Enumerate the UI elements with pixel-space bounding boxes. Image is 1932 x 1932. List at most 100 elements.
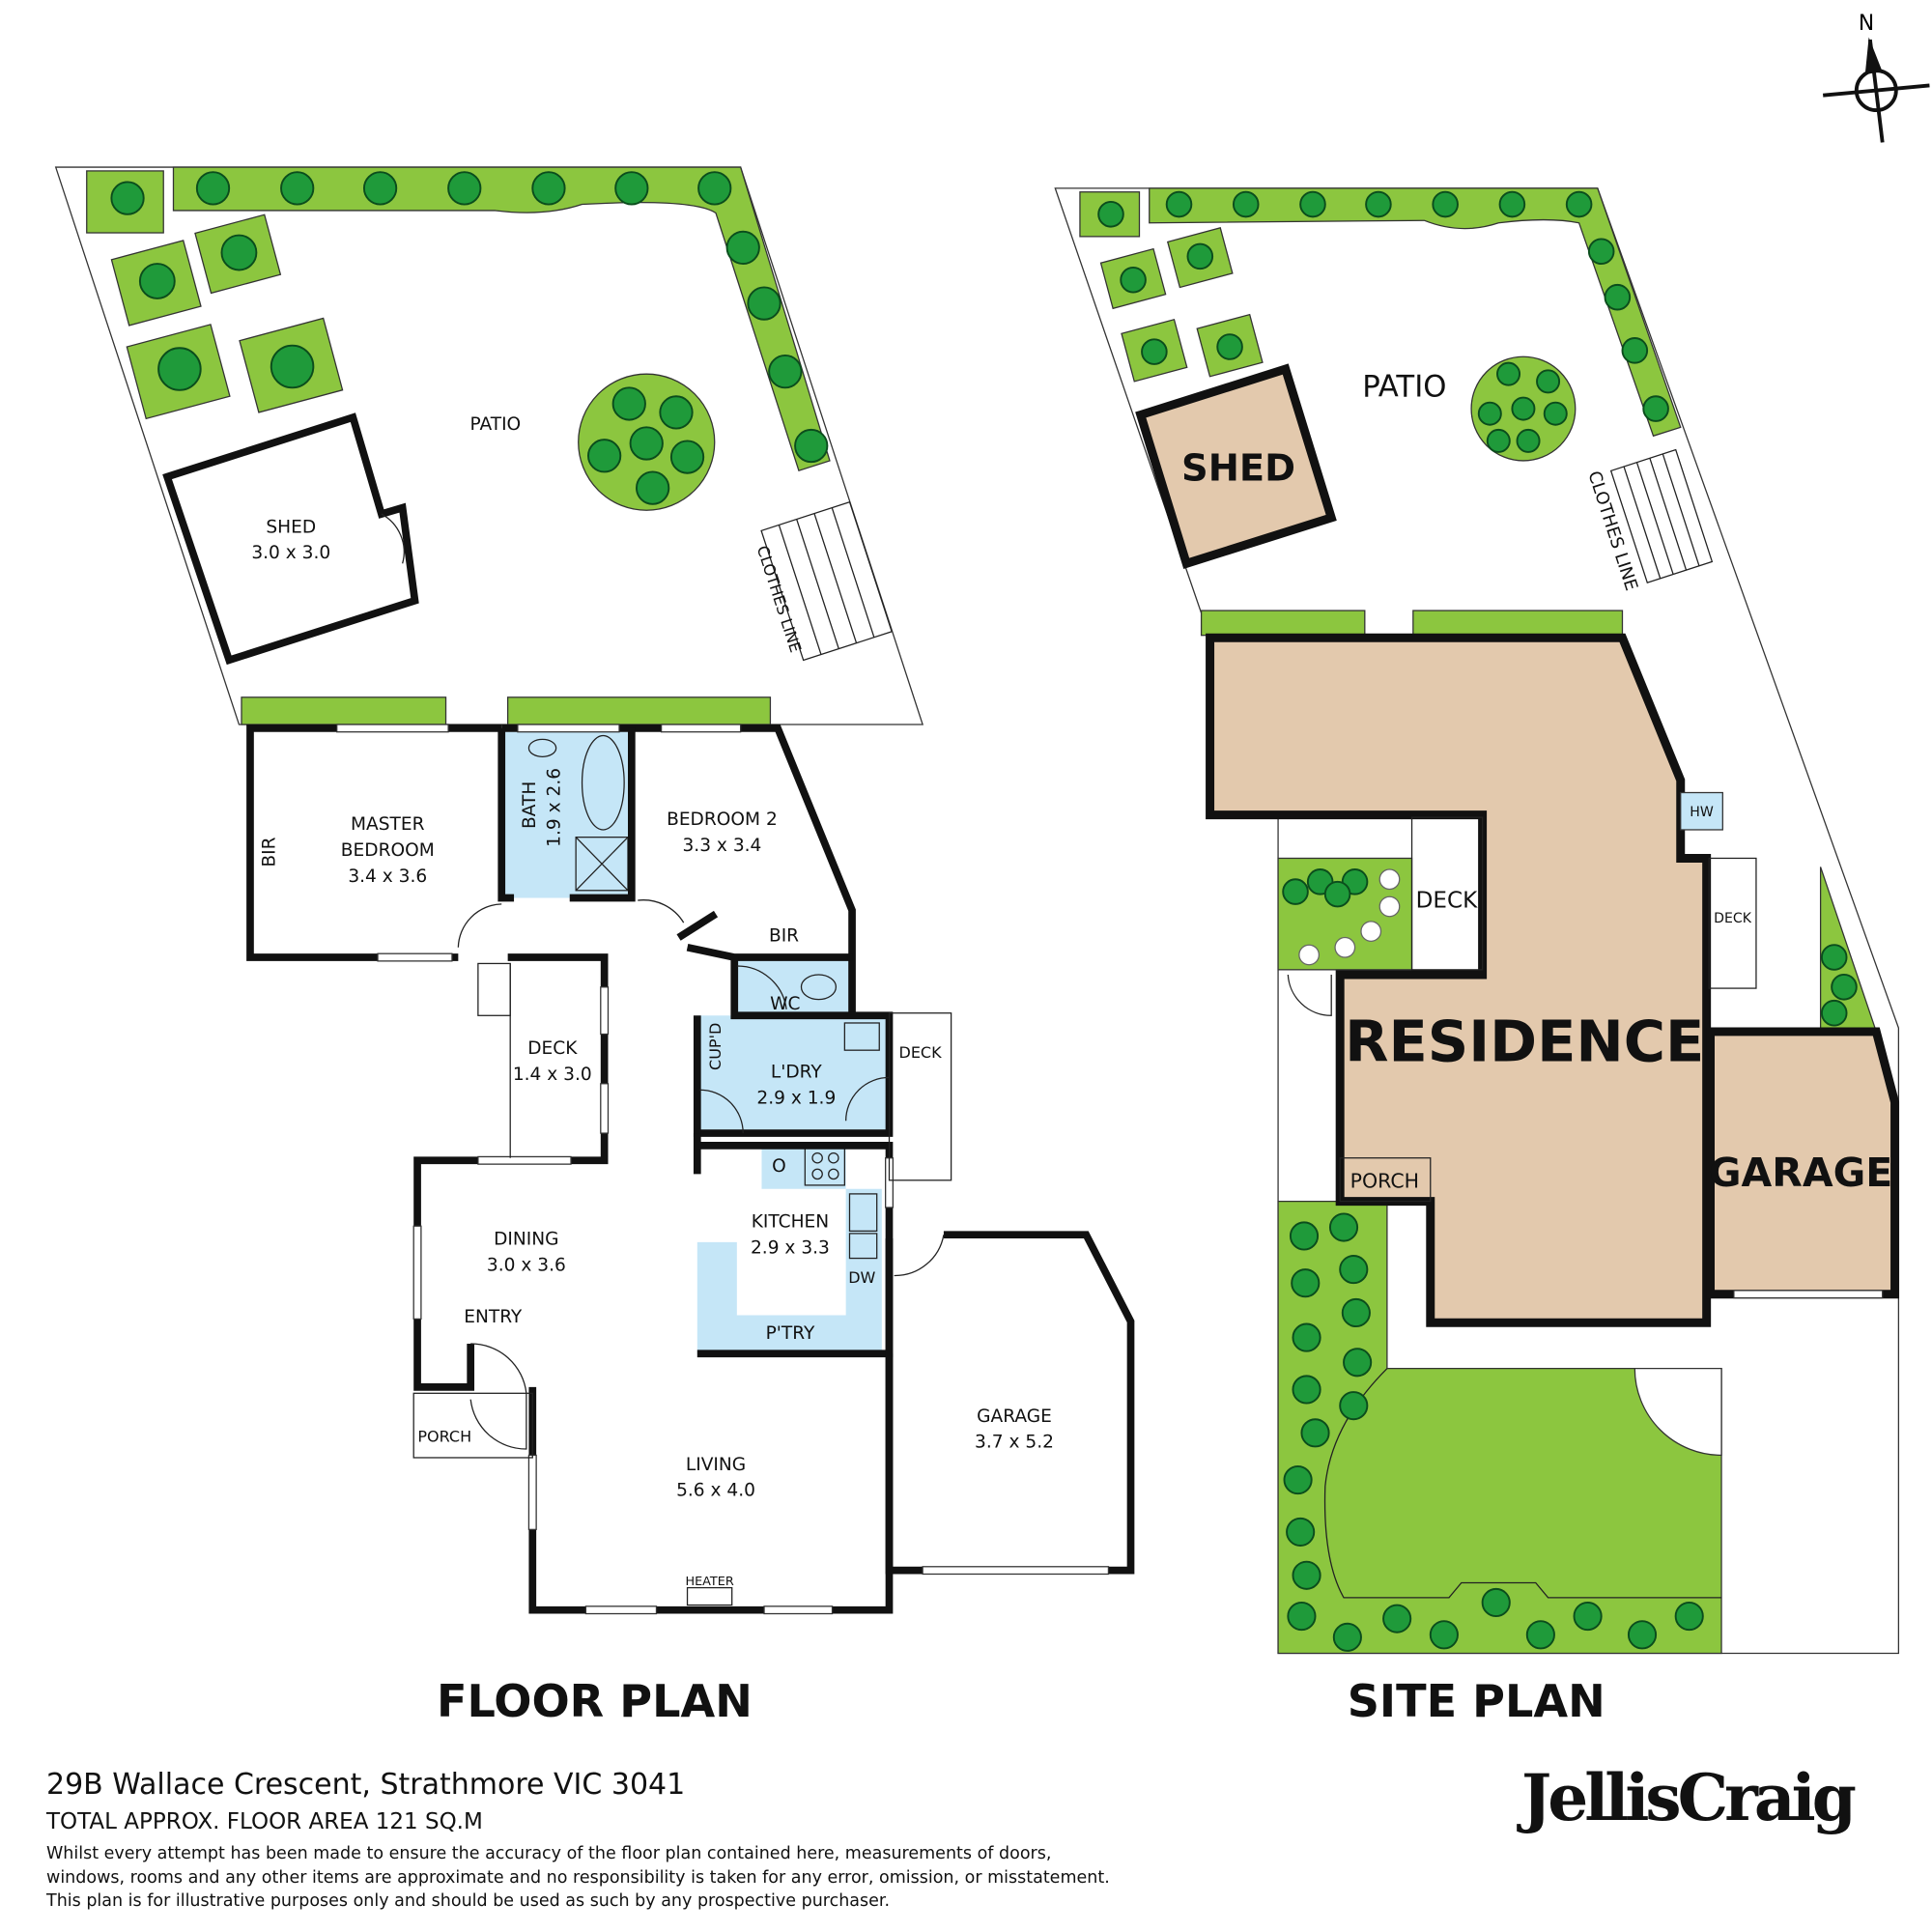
tree-icon: [1831, 974, 1858, 1001]
tree-icon: [1165, 190, 1193, 218]
window: [377, 952, 453, 962]
master-bedroom-dims: 3.4 x 3.6: [348, 867, 427, 887]
tree-icon: [659, 395, 694, 430]
toilet: [800, 974, 838, 1001]
disclaimer-line: This plan is for illustrative purposes o…: [46, 1891, 891, 1911]
window: [763, 1605, 834, 1615]
tree-icon: [157, 347, 202, 391]
porch: [412, 1392, 533, 1459]
laundry-label: L'DRY: [771, 1062, 822, 1082]
tree-icon: [447, 171, 482, 206]
tree-icon: [636, 470, 670, 505]
tree-icon: [1328, 1212, 1359, 1242]
garage-dims: 3.7 x 5.2: [975, 1433, 1054, 1453]
porch-label: PORCH: [417, 1427, 471, 1445]
tree-icon: [195, 171, 231, 206]
hedge-strip: [1412, 610, 1624, 637]
bath-dims: 1.9 x 2.6: [544, 768, 564, 847]
pantry-label: P'TRY: [766, 1323, 815, 1344]
tree-icon: [1565, 190, 1593, 218]
disclaimer-line: windows, rooms and any other items are a…: [46, 1867, 1110, 1888]
laundry-dims: 2.9 x 1.9: [756, 1088, 836, 1108]
kitchen-label: KITCHEN: [752, 1212, 830, 1233]
laundry-area: [696, 1015, 890, 1134]
tree-icon: [1323, 880, 1351, 908]
clothes-line: [760, 500, 893, 662]
tree-icon: [1097, 201, 1124, 228]
window: [336, 724, 449, 733]
tree-icon: [1587, 238, 1615, 266]
tree-icon: [1292, 1375, 1321, 1405]
laundry-tub: [843, 1022, 880, 1051]
tree-icon: [1498, 190, 1526, 218]
deck-label: DECK: [527, 1038, 578, 1059]
tree-icon: [1365, 190, 1392, 218]
shed: [162, 412, 419, 666]
cupboard-label: CUP'D: [706, 1023, 724, 1070]
tree-icon: [1536, 369, 1561, 394]
tree-icon: [1511, 396, 1536, 421]
window: [412, 1225, 422, 1321]
master-bedroom-label: MASTER: [351, 814, 425, 835]
tree-icon: [614, 171, 649, 206]
tree-icon: [1287, 1602, 1317, 1632]
tree-icon: [138, 263, 176, 299]
hot-water: [1680, 791, 1723, 831]
tree-icon: [1486, 428, 1511, 453]
site-porch: [1339, 1157, 1432, 1203]
shed-label: SHED: [266, 517, 316, 537]
site-patio-label: PATIO: [1362, 369, 1446, 404]
tree-icon: [1820, 999, 1848, 1027]
tree-icon: [1332, 1622, 1362, 1652]
tree-icon: [1543, 401, 1568, 426]
heater: [686, 1586, 733, 1606]
tree-icon: [1120, 266, 1147, 294]
tree-icon: [768, 354, 803, 389]
window: [600, 986, 610, 1036]
window: [660, 724, 742, 733]
site-plan: SHED PATIO CLOTHES LINE HW DECK DECK RES…: [1054, 187, 1900, 1727]
window: [584, 1605, 658, 1615]
tree-icon: [1604, 283, 1632, 311]
door-swing: [457, 903, 502, 948]
dining-label: DINING: [494, 1229, 558, 1249]
wc-label: WC: [770, 994, 800, 1014]
tree-icon: [1343, 1348, 1373, 1378]
floor-area: TOTAL APPROX. FLOOR AREA 121 SQ.M: [46, 1809, 483, 1834]
hedge-strip: [241, 696, 447, 725]
drainer: [848, 1233, 878, 1260]
jellis-craig-logo: JellisCraig: [1521, 1760, 1857, 1835]
tree-icon: [697, 171, 732, 206]
tree-icon: [1289, 1221, 1320, 1251]
tree-icon: [1642, 395, 1669, 422]
bedroom2-bir-label: BIR: [769, 925, 799, 946]
tree-icon: [1232, 190, 1260, 218]
tree-icon: [362, 171, 398, 206]
tree-icon: [1477, 401, 1502, 426]
tree-icon: [669, 440, 705, 474]
compass-north-label: N: [1859, 12, 1874, 36]
tree-icon: [1674, 1602, 1704, 1632]
side-deck: [888, 1012, 952, 1181]
tree-icon: [1339, 1391, 1369, 1421]
shed-dims: 3.0 x 3.0: [251, 543, 330, 563]
tree-icon: [1481, 1587, 1511, 1618]
tree-icon: [1525, 1620, 1555, 1650]
stepping-stone: [1298, 944, 1321, 966]
stepping-stone: [1378, 895, 1401, 918]
tree-icon: [794, 428, 829, 464]
deck-dims: 1.4 x 3.0: [513, 1065, 592, 1085]
garage-walls: [885, 1231, 1135, 1575]
tree-icon: [531, 171, 566, 206]
heater-label: HEATER: [685, 1575, 733, 1589]
tree-icon: [270, 344, 315, 389]
tree-icon: [1292, 1560, 1321, 1590]
site-porch-label: PORCH: [1350, 1169, 1419, 1192]
hedge-strip: [507, 696, 772, 725]
patio-label: PATIO: [469, 414, 521, 435]
stepping-stone: [1360, 921, 1382, 943]
site-garage-label: GARAGE: [1709, 1150, 1892, 1196]
rear-hedge: [1149, 187, 1682, 438]
tree-icon: [280, 171, 315, 206]
